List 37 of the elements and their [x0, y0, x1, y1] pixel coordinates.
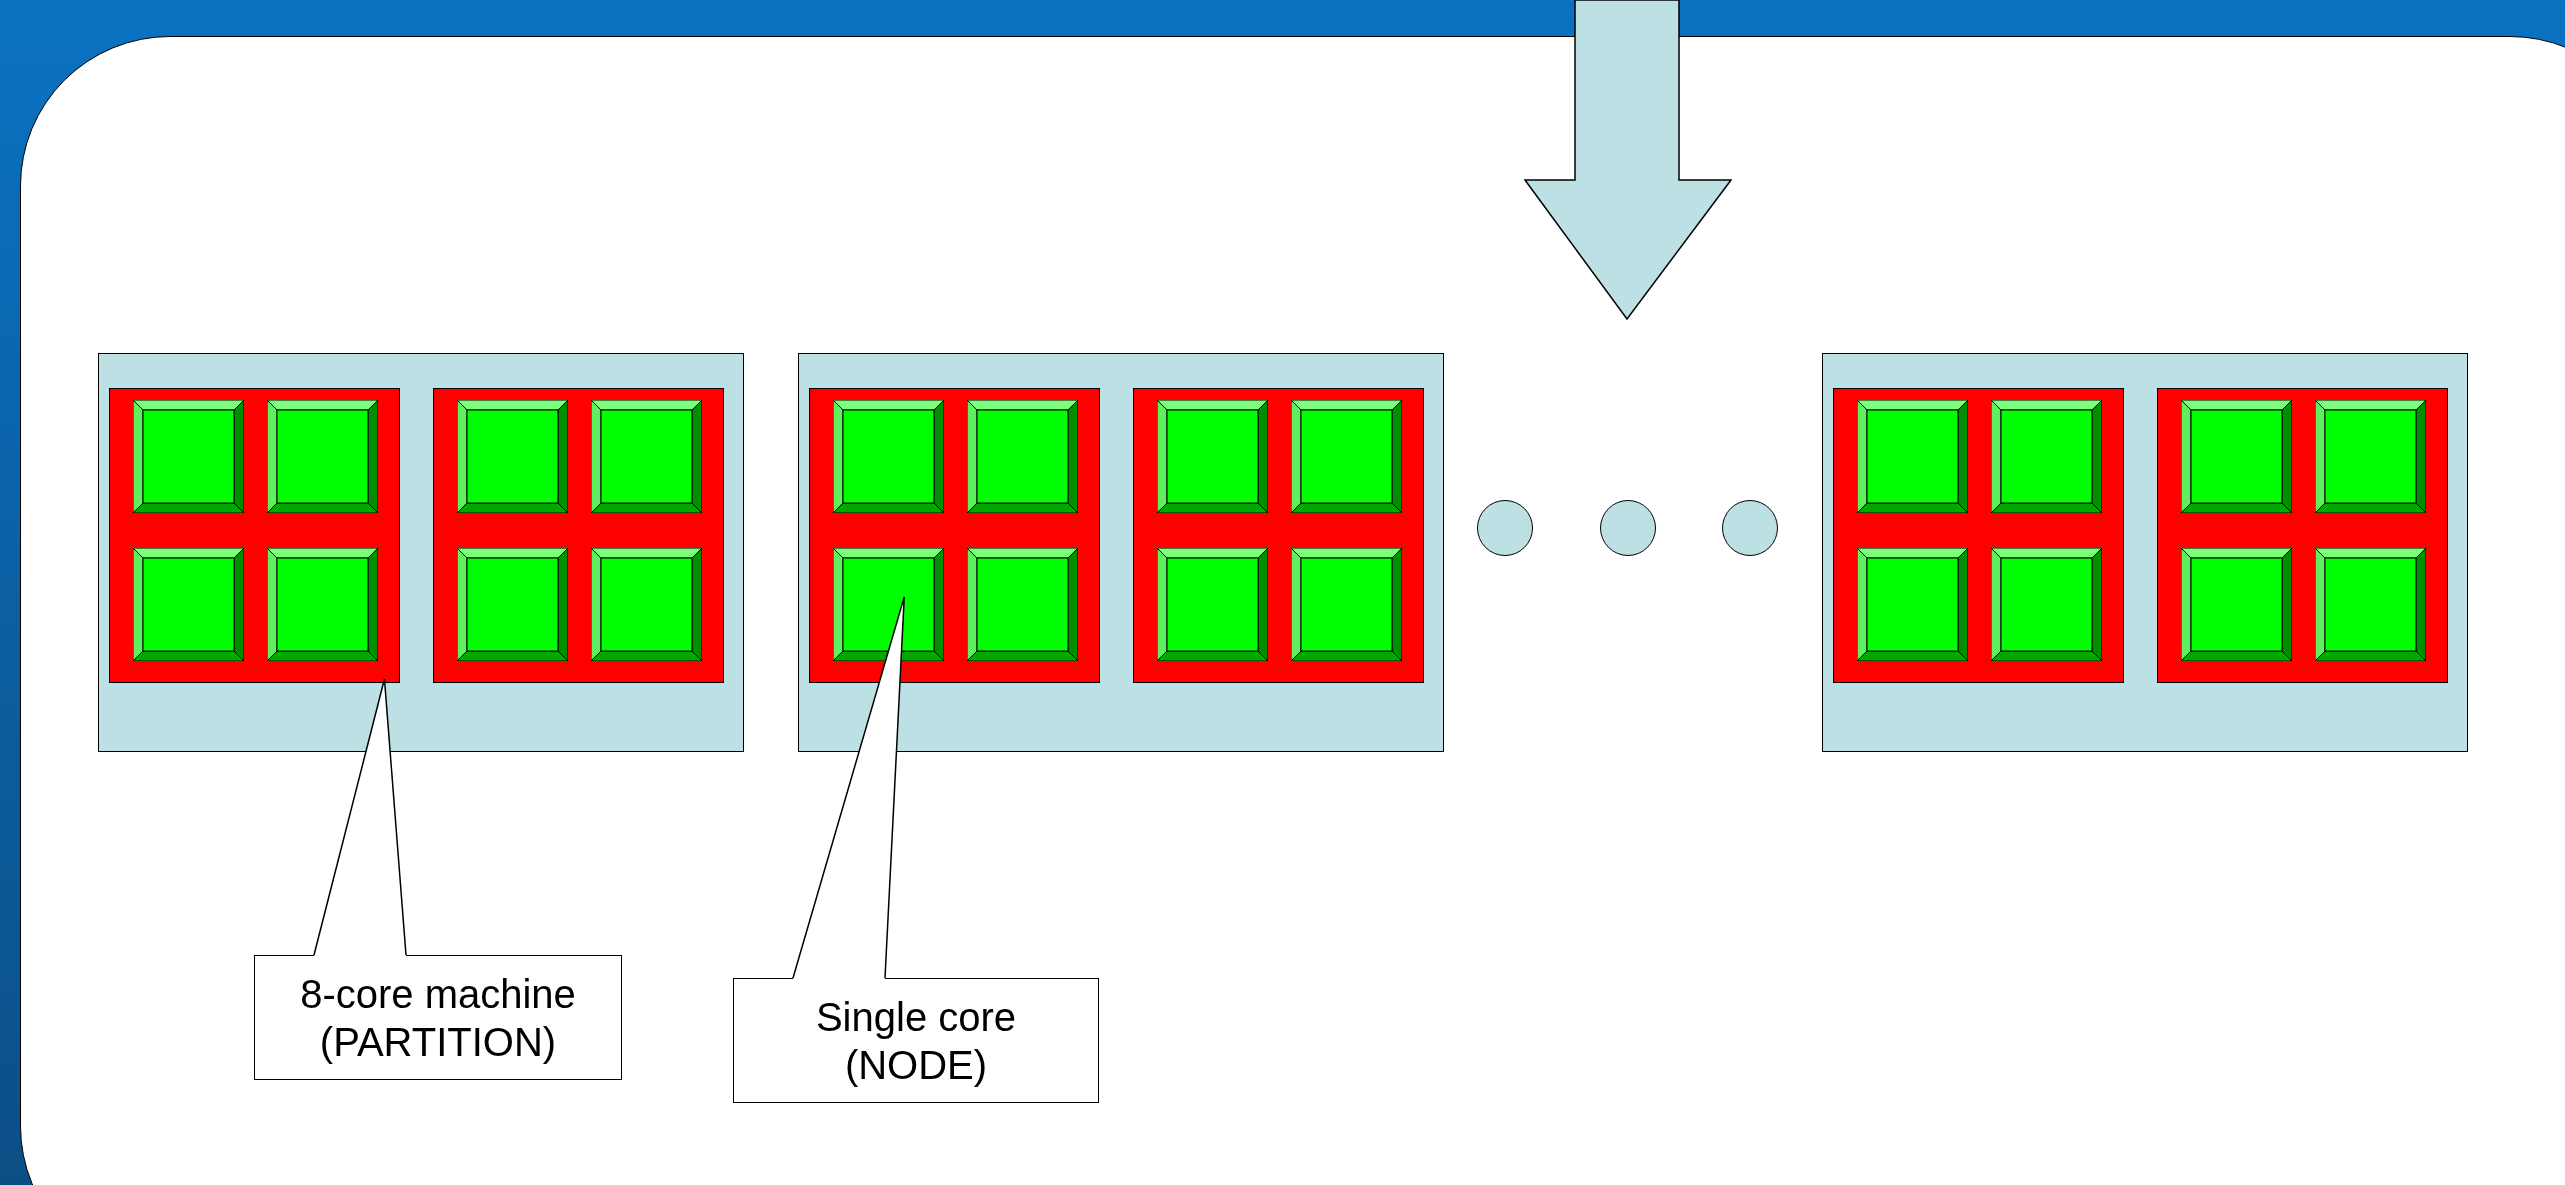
core-box — [1857, 548, 1968, 661]
core-box — [133, 548, 244, 661]
core-box — [1991, 400, 2102, 513]
machine-box — [98, 353, 744, 752]
core-box — [1291, 400, 1402, 513]
core-box — [1291, 548, 1402, 661]
core-box — [1857, 400, 1968, 513]
machine-box — [798, 353, 1444, 752]
core-box — [2315, 548, 2426, 661]
core-box — [2181, 548, 2292, 661]
core-box — [967, 548, 1078, 661]
core-box — [2181, 400, 2292, 513]
core-box — [1157, 548, 1268, 661]
core-box — [833, 400, 944, 513]
core-box — [457, 548, 568, 661]
processor-box — [109, 388, 400, 683]
callout-box: Single core (NODE) — [733, 978, 1099, 1103]
core-box — [457, 400, 568, 513]
machine-box — [1822, 353, 2468, 752]
leader-line — [313, 678, 407, 956]
core-box — [2315, 400, 2426, 513]
core-box — [133, 400, 244, 513]
core-box — [1157, 400, 1268, 513]
core-box — [967, 400, 1078, 513]
callout-box: 8-core machine (PARTITION) — [254, 955, 622, 1080]
core-box — [267, 548, 378, 661]
core-box — [591, 400, 702, 513]
processor-box — [1133, 388, 1424, 683]
processor-box — [1833, 388, 2124, 683]
leader-line — [792, 596, 905, 979]
core-box — [591, 548, 702, 661]
processor-box — [433, 388, 724, 683]
core-box — [1991, 548, 2102, 661]
core-box — [833, 548, 944, 661]
processor-box — [2157, 388, 2448, 683]
core-box — [267, 400, 378, 513]
processor-box — [809, 388, 1100, 683]
